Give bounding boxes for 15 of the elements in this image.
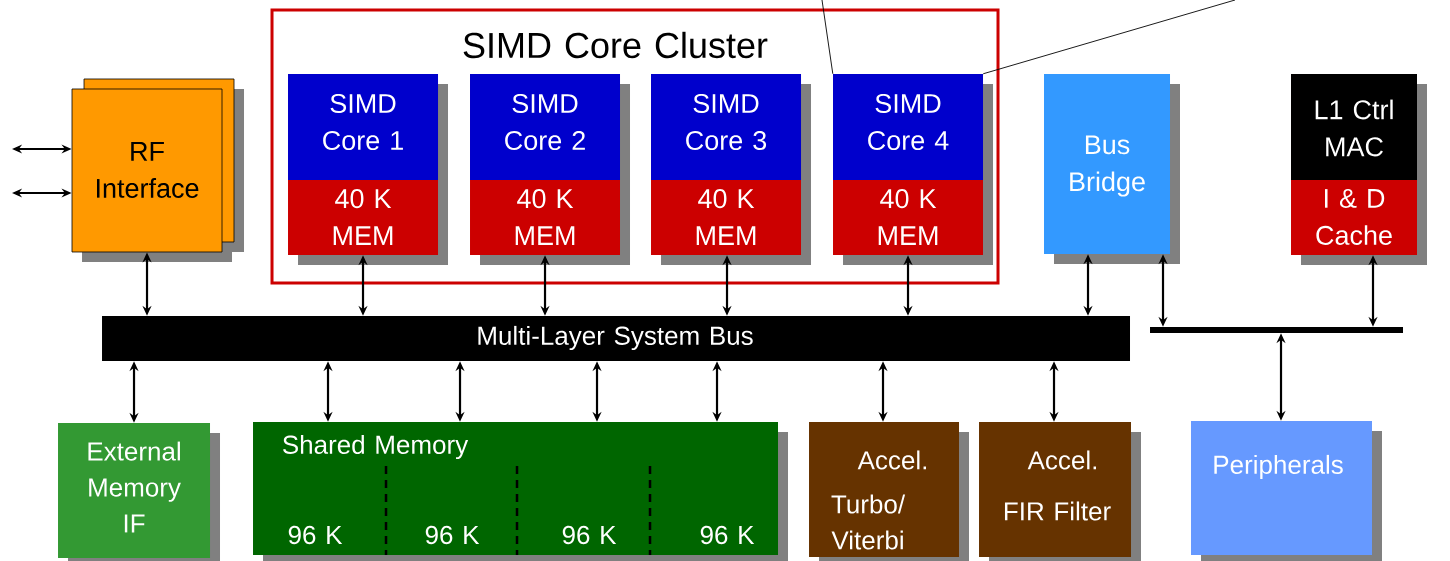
leader-line bbox=[821, 0, 834, 75]
core-box: SIMD Core 2 40 K MEM bbox=[470, 74, 630, 265]
bus-bar: Multi-Layer System Bus bbox=[102, 316, 1130, 361]
memory-bank-box: Shared Memory 96 K 96 K 96 K 96 K bbox=[253, 422, 788, 561]
accelerator-box: Accel. FIR Filter bbox=[979, 422, 1141, 561]
accelerator-box: Accel. Turbo/ Viterbi bbox=[809, 422, 969, 561]
core-box: SIMD Core 4 40 K MEM bbox=[833, 74, 993, 265]
bridge-box: Bus Bridge bbox=[1044, 74, 1180, 264]
core-box: SIMD Core 3 40 K MEM bbox=[651, 74, 811, 265]
peripherals-box: Peripherals bbox=[1191, 421, 1382, 561]
interface-box: RF Interface bbox=[71, 78, 244, 262]
leader-line bbox=[982, 0, 1236, 75]
core-box: SIMD Core 1 40 K MEM bbox=[288, 74, 448, 265]
processor-box: L1 Ctrl MAC I & D Cache bbox=[1291, 74, 1427, 265]
memory-box: External Memory IF bbox=[58, 423, 220, 561]
